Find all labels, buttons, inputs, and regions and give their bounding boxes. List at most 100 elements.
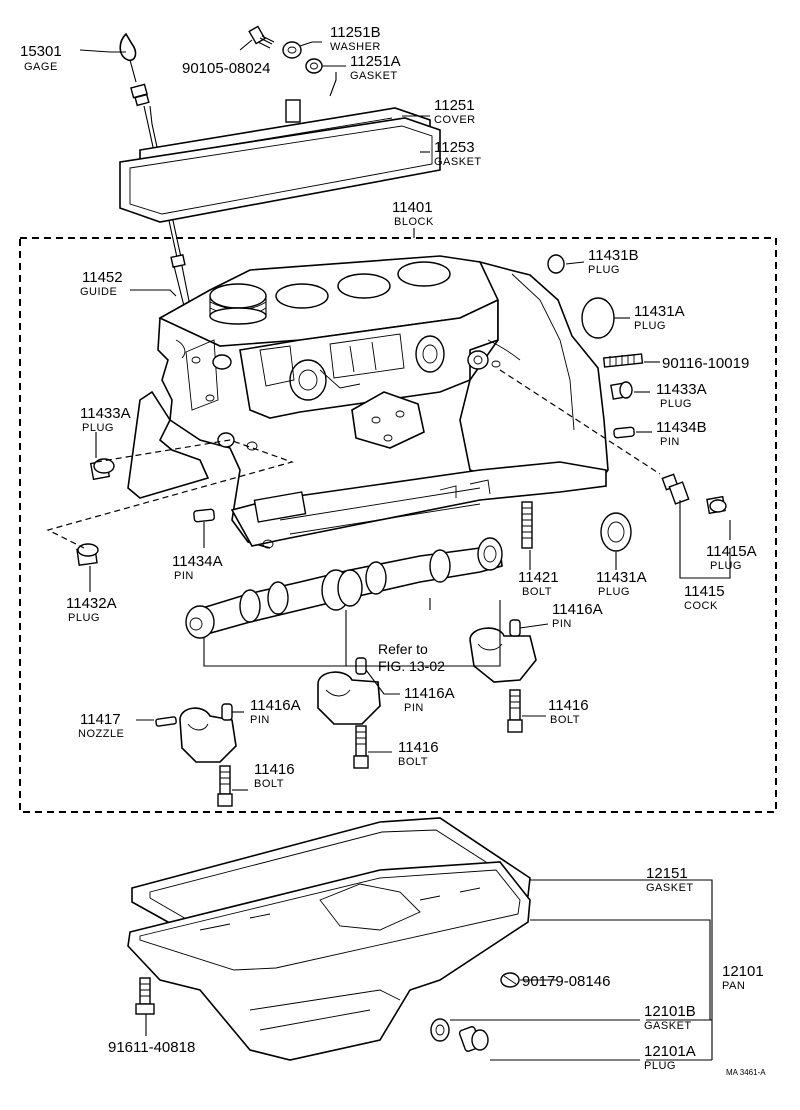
label-11416A-b-num: 11416A	[404, 685, 455, 702]
label-12101A-name: PLUG	[644, 1060, 676, 1072]
label-11416A-a-num: 11416A	[552, 601, 603, 618]
label-11417-num: 11417	[80, 711, 121, 728]
label-11251B-num: 11251B	[330, 24, 381, 41]
label-12101A-num: 12101A	[644, 1043, 696, 1060]
label-11434B-num: 11434B	[656, 419, 707, 436]
figure-code: MA 3461-A	[726, 1068, 766, 1077]
bolt-11416-b[interactable]	[353, 725, 369, 769]
pan-nut-90179[interactable]	[500, 972, 520, 988]
label-11251-num: 11251	[434, 97, 475, 114]
label-12101-num: 12101	[722, 963, 764, 980]
label-11415-name: COCK	[684, 600, 718, 612]
oil-level-guide[interactable]	[170, 254, 191, 307]
label-11416A-b-name: PIN	[404, 702, 424, 714]
bolt-11416-c[interactable]	[217, 765, 233, 807]
label-11421-name: BOLT	[522, 586, 552, 598]
label-11251A-num: 11251A	[350, 53, 401, 70]
pin-11434A[interactable]	[193, 508, 215, 523]
label-11433A-l-name: PLUG	[82, 422, 114, 434]
label-11253-num: 11253	[434, 139, 475, 156]
label-11421-num: 11421	[518, 569, 559, 586]
plug-11415A[interactable]	[706, 495, 727, 515]
stud-90116[interactable]	[602, 353, 644, 368]
plug-11432A[interactable]	[76, 543, 99, 566]
plug-11431A-bottom[interactable]	[600, 512, 632, 552]
label-11431A-bot-name: PLUG	[598, 586, 630, 598]
bearing-cap-middle[interactable]	[317, 671, 381, 725]
label-12101-name: PAN	[722, 980, 745, 992]
reference-line-1: Refer to	[378, 641, 428, 657]
cover-gasket-ring[interactable]	[305, 58, 323, 74]
label-11416-c-name: BOLT	[254, 778, 284, 790]
label-90179-num: 90179-08146	[522, 973, 610, 990]
pin-11434B[interactable]	[613, 426, 635, 439]
label-11415A-name: PLUG	[710, 560, 742, 572]
label-11434A-num: 11434A	[172, 553, 223, 570]
label-11433A-l-num: 11433A	[80, 405, 131, 422]
label-11416A-c-num: 11416A	[250, 697, 301, 714]
bolt-11421[interactable]	[521, 501, 533, 549]
bearing-cap-left[interactable]	[179, 707, 237, 763]
cover-bolt[interactable]	[248, 25, 275, 49]
label-11416-a-num: 11416	[548, 697, 589, 714]
label-11416-b-name: BOLT	[398, 756, 428, 768]
camshaft[interactable]	[185, 537, 503, 639]
label-90116-num: 90116-10019	[662, 355, 749, 372]
label-11452-num: 11452	[82, 269, 123, 286]
label-11415A-num: 11415A	[706, 543, 757, 560]
pin-11416A-a[interactable]	[509, 619, 521, 637]
bolt-11416-a[interactable]	[507, 689, 523, 733]
part-labels: 15301 GAGE 90105-08024 11251B WASHER 112…	[20, 24, 766, 1077]
plug-11433A-right[interactable]	[610, 381, 633, 400]
drain-cock[interactable]	[661, 473, 690, 505]
label-11452-name: GUIDE	[80, 286, 117, 298]
label-11433A-r-name: PLUG	[660, 398, 692, 410]
label-11431B-name: PLUG	[588, 264, 620, 276]
pan-stud-91611[interactable]	[135, 977, 155, 1015]
label-11416A-a-name: PIN	[552, 618, 572, 630]
label-11434B-name: PIN	[660, 436, 680, 448]
drain-plug-gasket[interactable]	[430, 1018, 450, 1042]
drain-plug[interactable]	[458, 1026, 489, 1052]
label-12151-num: 12151	[646, 865, 688, 882]
label-11416A-c-name: PIN	[250, 714, 270, 726]
label-12101B-num: 12101B	[644, 1003, 696, 1020]
alignment-lines	[46, 369, 661, 549]
plug-11431B[interactable]	[547, 254, 565, 274]
plug-11433A-left[interactable]	[89, 458, 115, 481]
leader-lines	[79, 39, 731, 1061]
label-15301-name: GAGE	[24, 61, 58, 73]
label-15301-num: 15301	[20, 43, 62, 60]
label-11251B-name: WASHER	[330, 41, 381, 53]
label-11431A-bot-num: 11431A	[596, 569, 647, 586]
label-11417-name: NOZZLE	[78, 728, 124, 740]
label-11433A-r-num: 11433A	[656, 381, 707, 398]
label-11251-name: COVER	[434, 114, 476, 126]
plug-11431A-top[interactable]	[581, 297, 615, 339]
label-11401-num: 11401	[392, 199, 433, 216]
label-11432A-name: PLUG	[68, 612, 100, 624]
head-cover-gasket[interactable]	[119, 117, 441, 223]
label-11431B-num: 11431B	[588, 247, 639, 264]
label-11416-a-name: BOLT	[550, 714, 580, 726]
label-11415-num: 11415	[684, 583, 725, 600]
oil-nozzle[interactable]	[155, 716, 177, 727]
label-11416-b-num: 11416	[398, 739, 439, 756]
label-91611-num: 91611-40818	[108, 1039, 195, 1056]
label-90105-num: 90105-08024	[182, 60, 270, 77]
label-11431A-top-num: 11431A	[634, 303, 685, 320]
label-11434A-name: PIN	[174, 570, 194, 582]
label-11431A-top-name: PLUG	[634, 320, 666, 332]
oil-pan[interactable]	[127, 861, 531, 1061]
label-11416-c-num: 11416	[254, 761, 295, 778]
label-12101B-name: GASKET	[644, 1020, 692, 1032]
reference-line-2[interactable]: FIG. 13-02	[378, 658, 445, 674]
bearing-cap-right[interactable]	[469, 627, 537, 683]
cylinder-block[interactable]	[127, 255, 609, 549]
cover-washer[interactable]	[282, 41, 302, 59]
pin-11416A-c[interactable]	[221, 703, 233, 721]
label-11253-name: GASKET	[434, 156, 482, 168]
piston-top	[209, 283, 267, 325]
block-assembly-boundary	[19, 237, 777, 813]
